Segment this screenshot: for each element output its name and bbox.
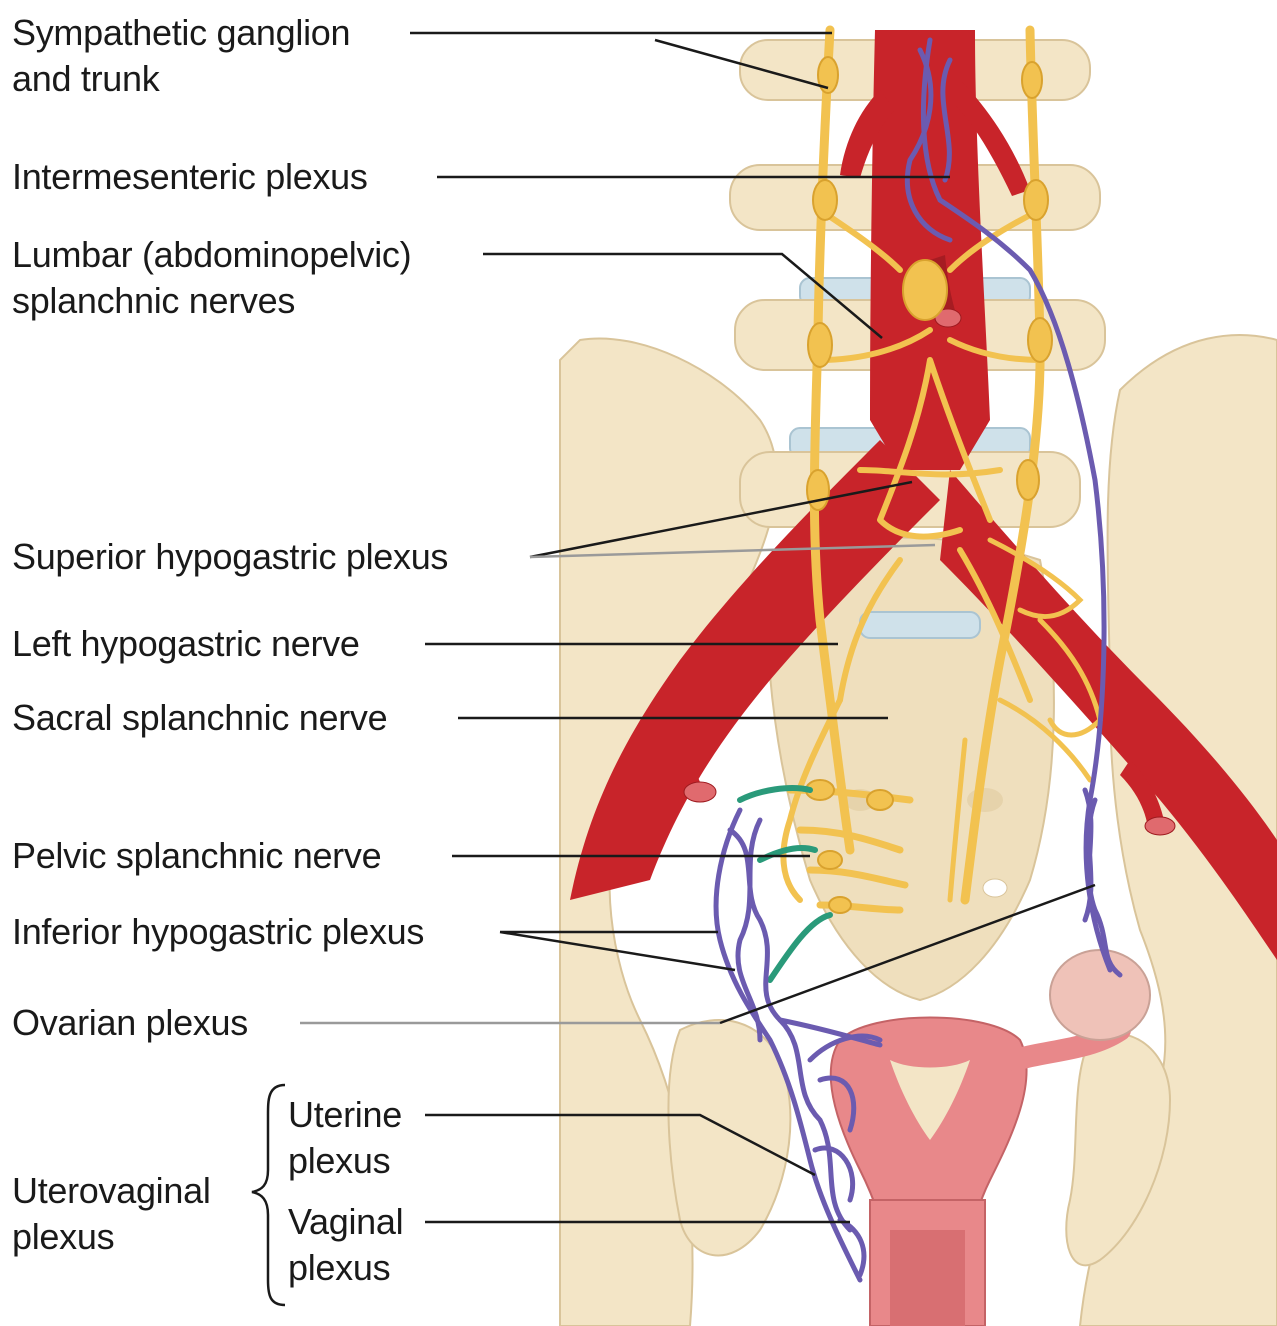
sacral-ganglion-3 [829, 897, 851, 913]
ganglion-r2 [1024, 180, 1048, 220]
right-iliac-stump [1145, 817, 1175, 835]
label-lumbar-line2: splanchnic nerves [12, 278, 411, 324]
label-lumbar-line1: Lumbar (abdominopelvic) [12, 232, 411, 278]
label-sympathetic-ganglion-line2: and trunk [12, 56, 350, 102]
label-uterine-line1: Uterine [288, 1092, 402, 1138]
ganglion-r1 [1022, 62, 1042, 98]
vaginal-canal [890, 1230, 965, 1326]
pelvic-splanchnic-3 [770, 915, 830, 980]
label-sacral-splanchnic: Sacral splanchnic nerve [12, 695, 387, 741]
label-inferior-hypogastric: Inferior hypogastric plexus [12, 909, 424, 955]
uterovaginal-brace [252, 1085, 285, 1305]
label-uterovaginal-line2: plexus [12, 1214, 211, 1260]
left-pubis [668, 1020, 790, 1255]
sacral-foramen-2 [983, 879, 1007, 897]
ganglion-l4 [807, 470, 829, 510]
label-ovarian: Ovarian plexus [12, 1000, 248, 1046]
intermesenteric-ganglion [903, 260, 947, 320]
label-lumbar-splanchnic: Lumbar (abdominopelvic) splanchnic nerve… [12, 232, 411, 324]
label-intermesenteric: Intermesenteric plexus [12, 154, 368, 200]
label-uterine-line2: plexus [288, 1138, 402, 1184]
right-ovary [1050, 950, 1150, 1040]
label-superior-hypogastric: Superior hypogastric plexus [12, 534, 448, 580]
label-sympathetic-ganglion: Sympathetic ganglion and trunk [12, 10, 350, 102]
sacral-ganglion-2 [818, 851, 842, 869]
label-uterine: Uterine plexus [288, 1092, 402, 1184]
left-iliac-stump [684, 782, 716, 802]
label-pelvic-splanchnic: Pelvic splanchnic nerve [12, 833, 381, 879]
label-vaginal-line1: Vaginal [288, 1199, 403, 1245]
ganglion-r4 [1017, 460, 1039, 500]
sacral-ganglion-4 [867, 790, 893, 810]
ganglion-l3 [808, 323, 832, 367]
disc-3 [860, 612, 980, 638]
label-uterovaginal-line1: Uterovaginal [12, 1168, 211, 1214]
label-vaginal: Vaginal plexus [288, 1199, 403, 1291]
label-vaginal-line2: plexus [288, 1245, 403, 1291]
label-sympathetic-ganglion-line1: Sympathetic ganglion [12, 10, 350, 56]
label-left-hypogastric: Left hypogastric nerve [12, 621, 360, 667]
ganglion-l2 [813, 180, 837, 220]
label-uterovaginal: Uterovaginal plexus [12, 1168, 211, 1260]
ganglion-r3 [1028, 318, 1052, 362]
